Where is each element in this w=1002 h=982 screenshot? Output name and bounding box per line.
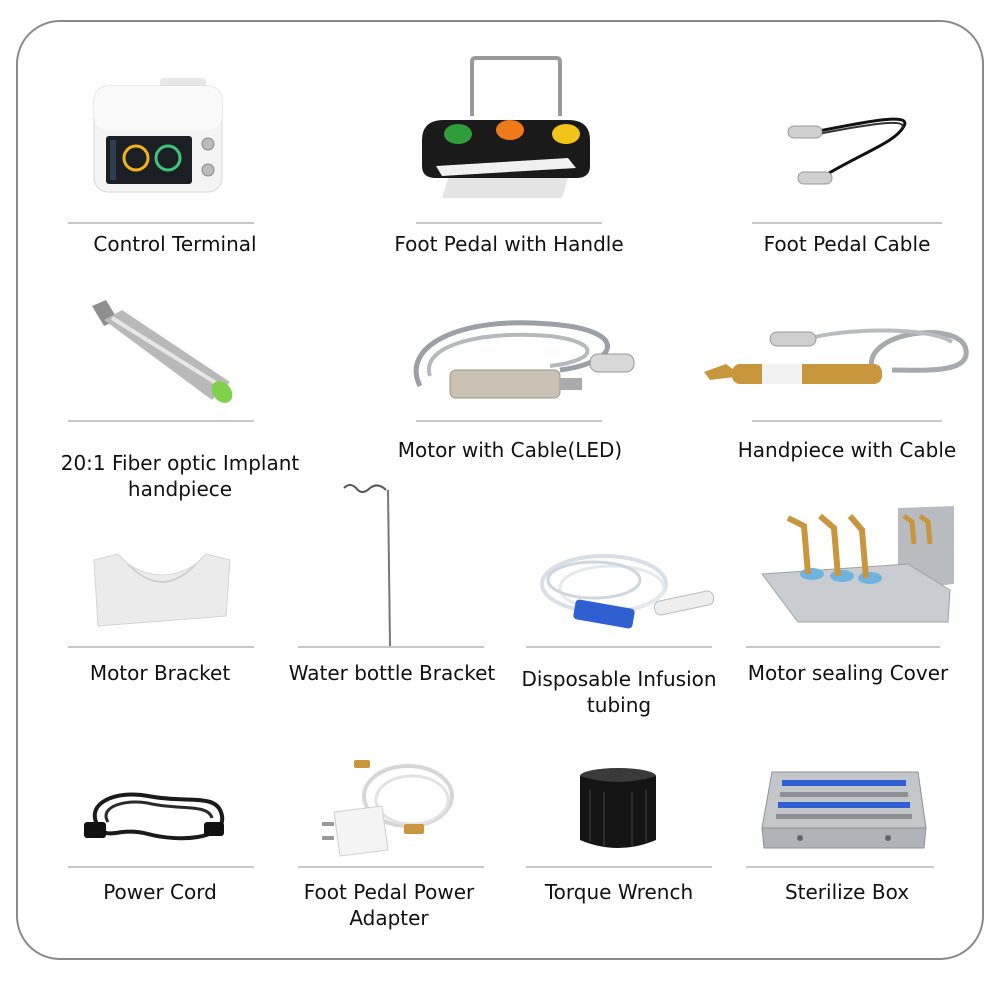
divider <box>526 646 712 648</box>
item-label: Disposable Infusion tubing <box>521 667 717 717</box>
divider <box>746 866 934 868</box>
item-label: Motor Bracket <box>89 661 231 685</box>
power-adapter-image <box>322 760 454 857</box>
item-label: Control Terminal <box>93 232 257 256</box>
divider <box>416 222 602 224</box>
item-label: Sterilize Box <box>784 880 910 904</box>
motor-sealing-cover-image <box>761 506 954 623</box>
divider <box>298 866 484 868</box>
handpiece-cable-image <box>704 328 969 384</box>
item-label: 20:1 Fiber optic Implant handpiece <box>60 451 300 501</box>
item-label: Foot Pedal with Handle <box>394 232 624 256</box>
item-label: Foot Pedal Cable <box>763 232 931 256</box>
divider <box>746 646 940 648</box>
infusion-tubing-image <box>540 554 715 629</box>
divider <box>416 420 602 422</box>
motor-bracket-image <box>93 553 231 627</box>
implant-handpiece-image <box>92 300 233 403</box>
item-label: Motor sealing Cover <box>747 661 949 685</box>
item-label: Torque Wrench <box>544 880 694 904</box>
item-label: Motor with Cable(LED) <box>397 438 623 462</box>
divider <box>68 420 254 422</box>
divider <box>68 646 254 648</box>
torque-wrench-image <box>580 768 656 848</box>
divider <box>526 866 712 868</box>
item-label: Handpiece with Cable <box>737 438 957 462</box>
divider <box>68 866 254 868</box>
foot-pedal-image <box>422 56 590 198</box>
content-frame <box>16 20 984 960</box>
item-label: Power Cord <box>103 880 217 904</box>
divider <box>68 222 254 224</box>
divider <box>752 420 942 422</box>
item-label: Foot Pedal Power Adapter <box>303 880 475 930</box>
control-terminal-image <box>93 78 223 193</box>
divider <box>298 646 484 648</box>
motor-cable-image <box>413 320 635 399</box>
foot-pedal-cable-image <box>787 117 907 185</box>
power-cord-image <box>84 792 225 841</box>
sterilize-box-image <box>761 771 927 849</box>
water-bottle-bracket-image <box>343 484 391 647</box>
divider <box>752 222 942 224</box>
item-label: Water bottle Bracket <box>288 661 496 685</box>
